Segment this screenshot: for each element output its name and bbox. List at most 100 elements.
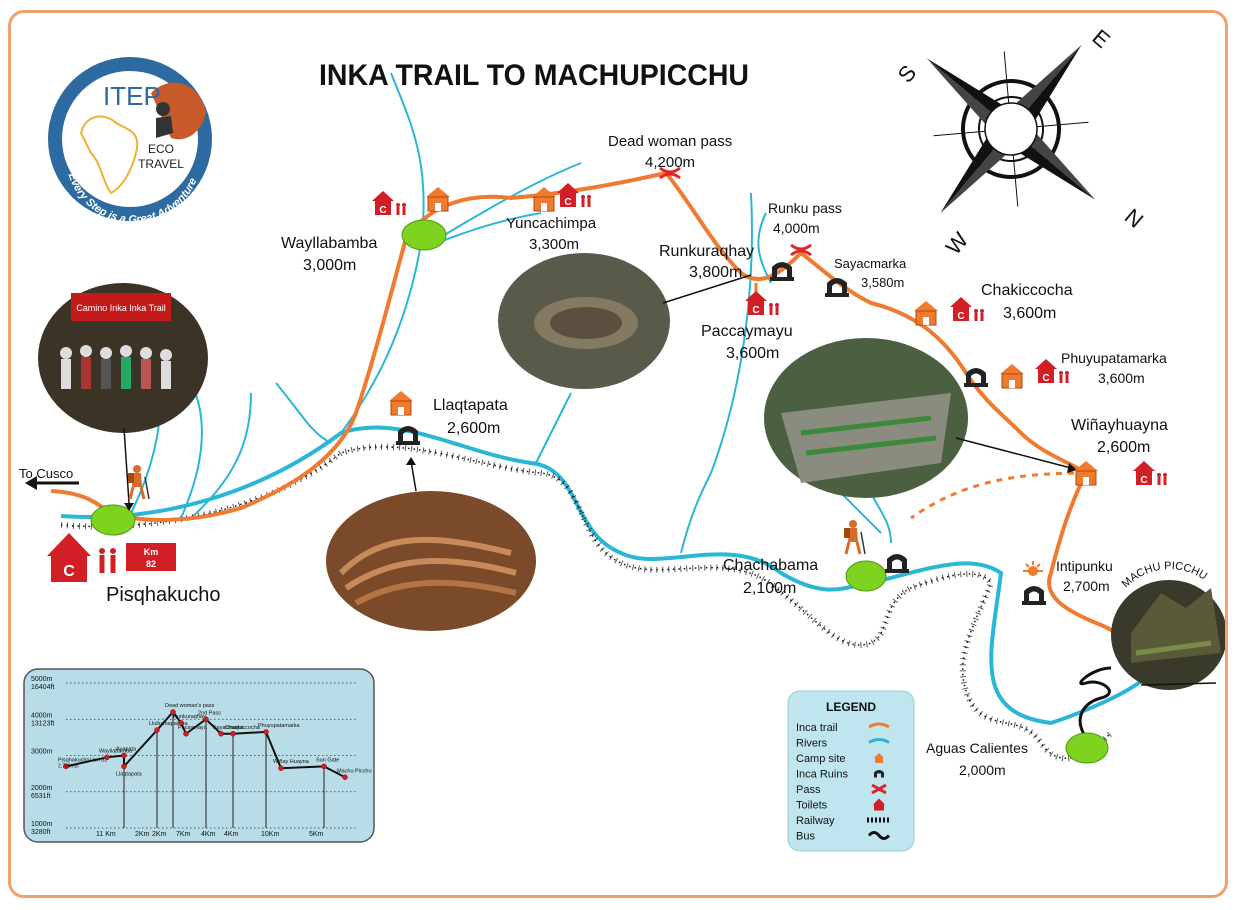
green-nodes: [90, 219, 1109, 764]
elev-stop-label: Phuyupatamarka: [258, 723, 301, 729]
place-elev-winayhuayna: 2,600m: [1097, 439, 1150, 456]
place-elev-wayllabamba: 3,000m: [303, 257, 356, 274]
photo-sign-text: Camino Inka Inka Trail: [76, 303, 166, 313]
elev-y-label-m: 5000m: [31, 676, 53, 683]
place-name-intipunku: Intipunku: [1056, 558, 1113, 574]
place-name-paccaymayu: Paccaymayu: [701, 323, 793, 340]
compass-s: S: [893, 60, 922, 87]
elev-y-label-ft: 3280ft: [31, 829, 51, 836]
elev-stop-point: [218, 731, 224, 737]
logo-sub2: TRAVEL: [138, 157, 184, 171]
legend-label-toilets: Toilets: [796, 800, 828, 812]
km-sign-line2: 82: [146, 559, 156, 569]
place-name-chakiccocha: Chakiccocha: [981, 282, 1073, 299]
elev-stop-point: [121, 763, 127, 770]
camp-icon[interactable]: [425, 186, 451, 212]
elev-stop-label: 2nd Pass: [198, 710, 221, 716]
legend-symbol-camp: [874, 753, 884, 763]
place-name-winayhuayna: Wiñayhuayna: [1071, 417, 1168, 434]
elev-stop-point: [183, 731, 189, 737]
compass-n: N: [1120, 204, 1148, 233]
ruins-icon[interactable]: [885, 554, 909, 573]
elev-y-label-m: 2000m: [31, 785, 53, 792]
ruins-icon[interactable]: [1022, 586, 1046, 605]
km-sign-line1: Km: [144, 547, 159, 557]
elev-stop-point: [104, 754, 110, 761]
elev-stop-sub: 2,700mts: [58, 763, 79, 769]
elev-stop-label: Pisqhakucho/ km 82: [58, 757, 108, 763]
node-pisqhakucho[interactable]: [90, 504, 136, 536]
ruins-icon[interactable]: [964, 368, 988, 387]
map-frame: C: [8, 10, 1228, 898]
elev-y-label-m: 1000m: [31, 821, 53, 828]
camp-icon[interactable]: [913, 300, 939, 326]
logo-sub1: ECO: [148, 142, 174, 156]
place-elev-intipunku: 2,700m: [1063, 578, 1110, 594]
compass-e: E: [1088, 24, 1115, 53]
elev-stop-label: Runkuraqhay: [173, 714, 206, 720]
elevation-profile: 5000m16404ft4000m13123ft3000m2000m6531ft…: [23, 668, 375, 843]
elev-y-label-ft: 13123ft: [31, 720, 54, 727]
pisqhakucho-symbols: C Km 82: [47, 533, 176, 582]
place-elev-paccaymayu: 3,600m: [726, 345, 779, 362]
hiker-icon: [126, 463, 151, 501]
place-elev-llaqtapata: 2,600m: [447, 420, 500, 437]
elev-distance-label: 4Km: [224, 831, 239, 838]
node-wayllabamba[interactable]: [401, 219, 447, 251]
elev-stop-label: Chaquiccocha: [225, 725, 261, 731]
place-elev-chakiccocha: 3,600m: [1003, 305, 1056, 322]
node-aguas-calientes[interactable]: [1065, 732, 1109, 764]
place-name-pisqhakucho: Pisqhakucho: [106, 584, 221, 606]
elev-stop-label: Wiñay Huayna: [273, 759, 310, 765]
toilet-icon[interactable]: [1133, 461, 1167, 486]
place-name-wayllabamba: Wayllabamba: [281, 235, 377, 252]
elev-stop-label: Sayacmarka: [213, 725, 245, 731]
place-elev-yuncachimpa: 3,300m: [529, 236, 579, 253]
legend-symbol-trail: [868, 722, 890, 729]
elev-stop-label: Dead woman's pass: [165, 703, 215, 709]
elev-distance-label: 5Km: [309, 831, 324, 838]
node-chachabama[interactable]: [845, 560, 887, 592]
elev-distance-label: 7Km: [176, 831, 191, 838]
elev-stop-label: Llulluchapampa: [149, 721, 188, 727]
sun-gate-icon: [1023, 561, 1043, 576]
legend-label-pass: Pass: [796, 784, 821, 796]
rivers: [60, 72, 1153, 726]
elev-y-label-ft: 16404ft: [31, 684, 54, 691]
elev-stop-point: [154, 727, 160, 733]
legend-label-river: Rivers: [796, 738, 828, 750]
legend-label-bus: Bus: [796, 831, 815, 843]
elev-y-label-ft: 6531ft: [31, 793, 51, 800]
camp-icon[interactable]: [1073, 460, 1099, 486]
elev-y-label-m: 3000m: [31, 749, 53, 756]
elev-distance-label: 2Km: [152, 831, 167, 838]
legend-symbol-bus: [867, 831, 891, 840]
toilet-icon[interactable]: [372, 191, 406, 216]
km-sign: [126, 543, 176, 571]
place-elev-dead-woman-pass: 4,200m: [645, 154, 695, 171]
elev-stop-point: [121, 752, 127, 759]
place-name-runku-pass: Runku pass: [768, 200, 842, 216]
legend-symbol-river: [868, 738, 890, 744]
page-title: INKA TRAIL TO MACHUPICCHU: [319, 59, 749, 92]
place-name-aguas-calientes: Aguas Calientes: [926, 740, 1028, 756]
elev-stop-label: Machu Picchu: [337, 768, 372, 774]
trail-map: C: [19, 24, 1225, 852]
place-elev-aguas-calientes: 2,000m: [959, 762, 1006, 778]
ruins-icon[interactable]: [825, 278, 849, 297]
elev-stop-label: Llaqtapata: [116, 771, 143, 777]
legend-title: LEGEND: [826, 700, 876, 714]
toilet-icon[interactable]: [950, 297, 984, 322]
camp-icon[interactable]: [388, 390, 414, 416]
elev-distance-label: 10Km: [261, 831, 279, 838]
place-elev-runkuraqhay: 3,800m: [689, 264, 742, 281]
camp-icon[interactable]: [999, 363, 1025, 389]
hiker-icon: [842, 518, 867, 556]
logo-name: ITEP: [103, 81, 161, 111]
elev-stop-point: [278, 765, 284, 771]
elev-distance-label: 11 Km: [96, 831, 116, 838]
place-elev-phuyupatamarka: 3,600m: [1098, 370, 1145, 386]
camp-icon[interactable]: [531, 186, 557, 212]
elev-stop-label: Sun Gate: [316, 757, 339, 763]
place-name-yuncachimpa: Yuncachimpa: [506, 215, 597, 232]
